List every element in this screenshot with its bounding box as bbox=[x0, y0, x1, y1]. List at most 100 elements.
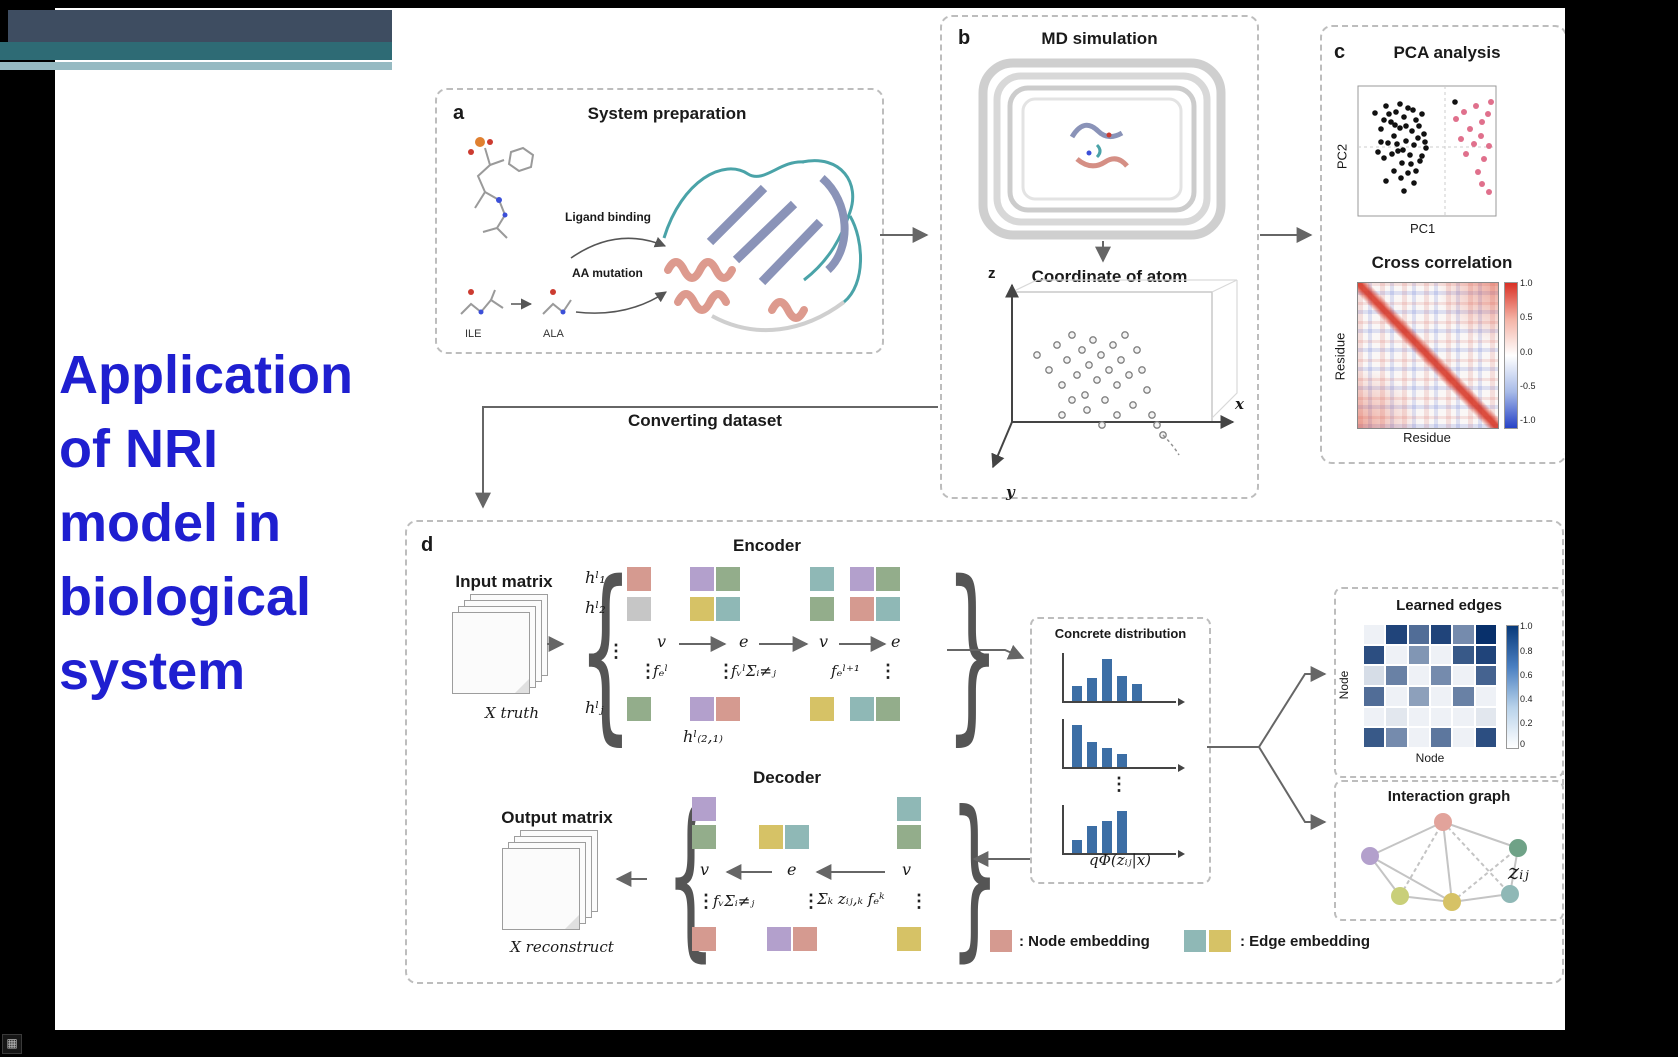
embedding-square bbox=[876, 567, 900, 591]
ala-molecule-illustration bbox=[542, 289, 572, 315]
embedding-square bbox=[690, 697, 714, 721]
title-line: model in bbox=[59, 493, 282, 553]
v-node-label: v bbox=[819, 632, 829, 651]
embedding-square bbox=[716, 567, 740, 591]
cross-correlation-heatmap bbox=[1357, 282, 1499, 429]
embedding-square bbox=[793, 927, 817, 951]
embedding-square bbox=[850, 597, 874, 621]
concrete-distribution-chart-1 bbox=[1062, 653, 1185, 706]
x-truth-label: X truth bbox=[485, 704, 539, 722]
panel-d-nri-model: d Input matrix X truth Encoder bbox=[405, 520, 1564, 984]
node-embedding-legend-label: : Node embedding bbox=[1019, 933, 1150, 950]
learned-edges-box: Learned edges 1.0 0.8 0.6 0.4 0.2 0 Node… bbox=[1334, 587, 1564, 778]
panel-b-title: MD simulation bbox=[1041, 29, 1158, 48]
x-axis-label: x bbox=[1235, 395, 1244, 413]
title-line: biological bbox=[59, 567, 312, 627]
embedding-square bbox=[897, 927, 921, 951]
ligand-binding-label: Ligand binding bbox=[565, 210, 651, 224]
e-edge-label: e bbox=[891, 632, 901, 651]
embedding-square bbox=[690, 567, 714, 591]
embedding-square bbox=[692, 797, 716, 821]
embedding-square bbox=[810, 597, 834, 621]
fe-function-label: fₑˡ bbox=[653, 662, 668, 680]
concrete-distribution-chart-3 bbox=[1062, 805, 1185, 858]
ligand-structure-illustration bbox=[468, 137, 535, 239]
embedding-square bbox=[897, 797, 921, 821]
colorbar-tick: 0 bbox=[1520, 739, 1526, 749]
mutation-arrow bbox=[511, 298, 533, 310]
y-axis-label: y bbox=[1006, 483, 1015, 501]
v-node-label: v bbox=[902, 860, 912, 879]
residue-y-axis-label: Residue bbox=[1332, 332, 1348, 381]
embedding-square bbox=[850, 567, 874, 591]
edge-embedding-legend-swatch bbox=[1184, 930, 1206, 952]
output-matrix-pages-icon bbox=[502, 830, 598, 930]
concrete-distribution-chart-2 bbox=[1062, 719, 1185, 772]
colorbar-tick: 1.0 bbox=[1520, 278, 1533, 288]
ile-label: ILE bbox=[465, 328, 482, 340]
aa-mutation-label: AA mutation bbox=[572, 266, 643, 280]
h21-label: hˡ₍₂,₁₎ bbox=[683, 727, 723, 746]
panel-d-label: d bbox=[421, 534, 434, 556]
vdots: ⋮ bbox=[879, 661, 897, 681]
cross-correlation-title: Cross correlation bbox=[1371, 253, 1513, 272]
embedding-square bbox=[627, 597, 651, 621]
learned-edges-heatmap bbox=[1364, 625, 1496, 747]
embedding-square bbox=[716, 697, 740, 721]
v-node-label: v bbox=[700, 860, 710, 879]
embedding-square bbox=[876, 597, 900, 621]
concrete-distribution-title: Concrete distribution bbox=[1054, 626, 1187, 641]
node-embedding-legend-swatch bbox=[990, 930, 1012, 952]
embedding-square bbox=[692, 927, 716, 951]
ala-label: ALA bbox=[543, 328, 564, 340]
edge-embedding-legend-swatch bbox=[1209, 930, 1231, 952]
panel-a-system-preparation: a System preparation Ligand binding AA m… bbox=[435, 88, 884, 354]
panel-a-label: a bbox=[453, 102, 465, 124]
fe-next-function-label: fₑˡ⁺¹ bbox=[831, 662, 860, 680]
slide-title: Application of NRI model in biological s… bbox=[59, 338, 353, 708]
ligand-binding-arrow bbox=[570, 236, 667, 259]
embedding-square bbox=[692, 825, 716, 849]
learned-edges-colorbar bbox=[1506, 625, 1519, 749]
embedding-square bbox=[785, 825, 809, 849]
vdots: ⋮ bbox=[717, 661, 735, 681]
vdots: ⋮ bbox=[910, 891, 928, 911]
colorbar-tick: -0.5 bbox=[1520, 381, 1536, 391]
h1-label: hˡ₁ bbox=[585, 568, 606, 587]
vdots: ⋮ bbox=[802, 891, 820, 911]
header-bar-dark bbox=[8, 10, 392, 42]
embedding-square bbox=[810, 697, 834, 721]
vdots: ⋮ bbox=[607, 641, 625, 661]
z-ij-label: zᵢⱼ bbox=[1508, 860, 1529, 884]
coordinate-of-atom-title: Coordinate of atom bbox=[1031, 267, 1188, 286]
embedding-square bbox=[850, 697, 874, 721]
vdots: ⋮ bbox=[639, 661, 657, 681]
pca-scatter-plot bbox=[1357, 85, 1497, 217]
decoder-fv-sum-label: fᵥΣᵢ≠ⱼ bbox=[713, 892, 755, 910]
x-reconstruct-label: X reconstruct bbox=[510, 938, 614, 956]
aa-mutation-arrow bbox=[575, 291, 667, 314]
panel-c-label: c bbox=[1334, 41, 1346, 63]
embedding-square bbox=[690, 597, 714, 621]
encoder-right-brace: } bbox=[945, 541, 1000, 762]
colorbar-tick: 0.0 bbox=[1520, 347, 1533, 357]
embedding-square bbox=[897, 825, 921, 849]
colorbar-tick: 0.2 bbox=[1520, 718, 1533, 728]
input-method-icon[interactable]: ▦ bbox=[2, 1034, 22, 1054]
embedding-square bbox=[627, 697, 651, 721]
embedding-square bbox=[810, 567, 834, 591]
pc2-axis-label: PC2 bbox=[1334, 143, 1350, 170]
embedding-square bbox=[716, 597, 740, 621]
vdots: ⋮ bbox=[697, 891, 715, 911]
q-distribution-label: qΦ(zᵢⱼ|x) bbox=[1089, 851, 1151, 869]
embedding-square bbox=[759, 825, 783, 849]
interaction-graph bbox=[1361, 813, 1527, 911]
panel-a-title: System preparation bbox=[587, 104, 747, 123]
title-line: Application bbox=[59, 345, 353, 405]
e-edge-label: e bbox=[739, 632, 749, 651]
page-sheet bbox=[452, 612, 530, 694]
hj-label: hˡⱼ bbox=[585, 698, 604, 717]
panel-b-label: b bbox=[958, 27, 971, 49]
title-line: system bbox=[59, 641, 246, 701]
